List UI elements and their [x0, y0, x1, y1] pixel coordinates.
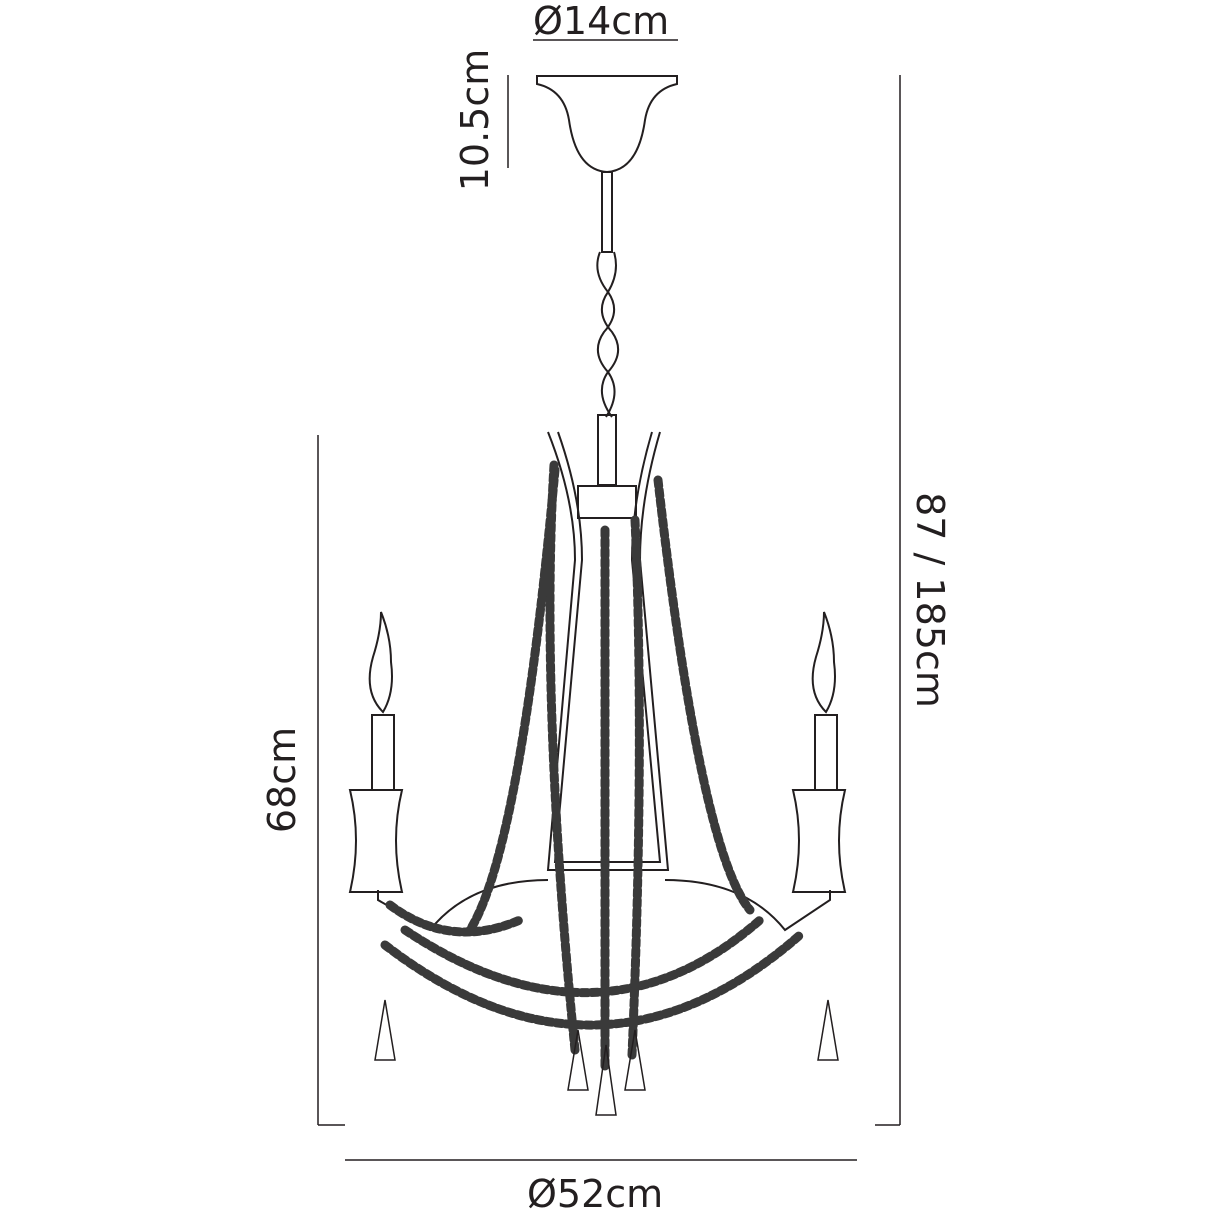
canopy-diameter-label: Ø14cm: [533, 0, 670, 43]
body-height-label: 68cm: [260, 726, 304, 834]
suspension-chain: [596, 171, 619, 486]
candle-right: [791, 611, 847, 893]
central-hub: [577, 485, 637, 519]
ceiling-canopy: [536, 75, 678, 174]
overall-diameter-label: Ø52cm: [527, 1172, 664, 1214]
crystal-pendants: [374, 999, 839, 1116]
bead-strands: [380, 460, 805, 1075]
candle-left: [348, 611, 404, 893]
overall-height-label: 87 / 185cm: [908, 492, 952, 708]
canopy-height-label: 10.5cm: [453, 48, 497, 192]
